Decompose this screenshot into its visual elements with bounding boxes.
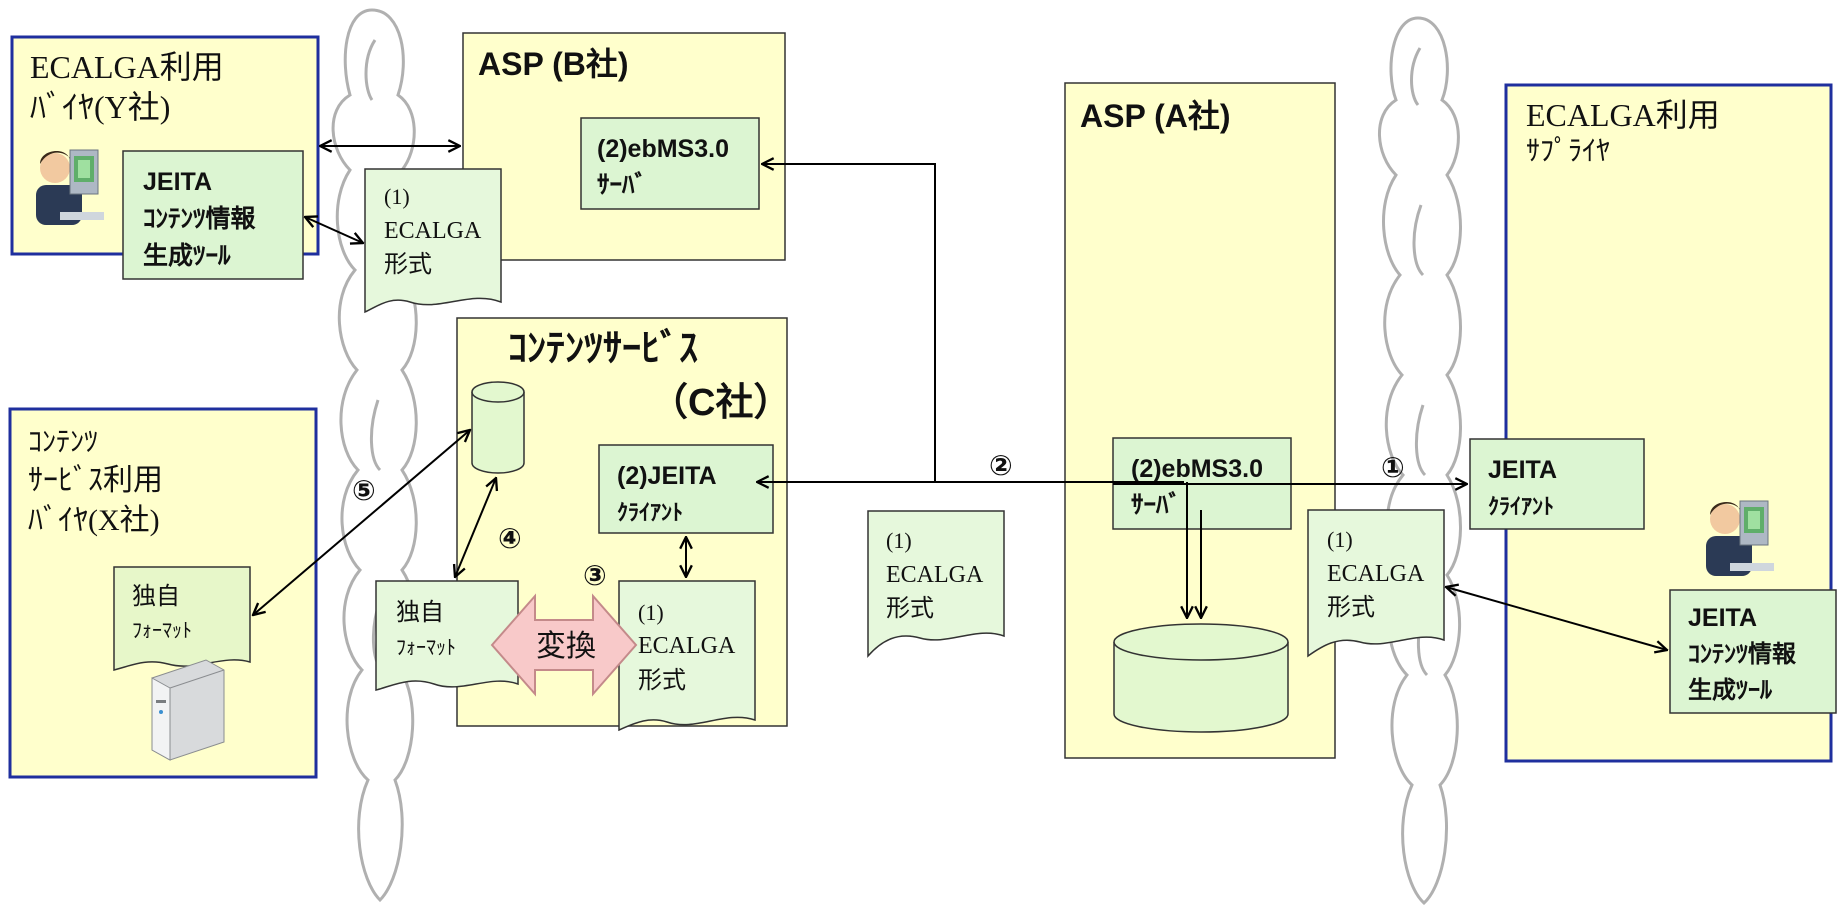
- buyer-x-title-line2: ｻｰﾋﾞｽ利用: [28, 464, 163, 497]
- supplier-tool-line2: ｺﾝﾃﾝﾂ情報: [1688, 641, 1797, 668]
- content-service-client-line1: (2)JEITA: [617, 462, 717, 490]
- own-format-document: 独自 ﾌｫｰﾏｯﾄ: [376, 581, 518, 690]
- supplier-client-box: JEITA ｸﾗｲｱﾝﾄ: [1470, 439, 1644, 529]
- supplier-tool-line3: 生成ﾂｰﾙ: [1688, 677, 1773, 704]
- supplier-doc-line2: ECALGA: [1327, 561, 1425, 587]
- asp-a-server-line2: ｻｰﾊﾞ: [1131, 490, 1181, 519]
- supplier-client-line1: JEITA: [1488, 456, 1557, 484]
- network-cloud-left: [333, 10, 416, 900]
- asp-a-title: ASP (A社): [1080, 98, 1231, 134]
- buyer-y-tool-line1: JEITA: [143, 168, 212, 196]
- asp-b-server-line2: ｻｰﾊﾞ: [597, 170, 647, 199]
- asp-a-server-line1: (2)ebMS3.0: [1131, 455, 1263, 483]
- buyer-x-title-line1: ｺﾝﾃﾝﾂ: [28, 426, 98, 457]
- supplier-doc-line3: 形式: [1327, 594, 1375, 621]
- step-2-label: ②: [989, 450, 1013, 481]
- middle-doc-line3: 形式: [886, 595, 934, 622]
- user-at-computer-icon: [36, 150, 104, 225]
- content-service-title-line2: （C社）: [650, 382, 791, 424]
- asp-b-server-box: (2)ebMS3.0 ｻｰﾊﾞ: [581, 118, 759, 209]
- user-at-computer-icon: [1706, 501, 1774, 576]
- middle-doc-line2: ECALGA: [886, 562, 984, 588]
- buyer-y-ecalga-document: (1) ECALGA 形式: [365, 169, 501, 312]
- buyer-x-format-document: 独自 ﾌｫｰﾏｯﾄ: [114, 567, 250, 670]
- content-service-client-box: (2)JEITA ｸﾗｲｱﾝﾄ: [599, 445, 773, 533]
- content-service-database-icon: [472, 382, 524, 473]
- buyer-y-tool-line2: ｺﾝﾃﾝﾂ情報: [143, 205, 257, 233]
- buyer-y-tool-line3: 生成ﾂｰﾙ: [143, 242, 231, 270]
- own-format-line2: ﾌｫｰﾏｯﾄ: [396, 637, 456, 659]
- buyer-y-doc-line2: ECALGA: [384, 218, 482, 244]
- step-3-label: ③: [583, 560, 607, 591]
- asp-a-database-icon: [1114, 624, 1288, 732]
- supplier-doc-line1: (1): [1327, 527, 1353, 552]
- buyer-x-format-line1: 独自: [132, 583, 180, 610]
- middle-doc-line1: (1): [886, 528, 912, 553]
- buyer-x-title-line3: ﾊﾞｲﾔ(X社): [28, 504, 160, 537]
- buyer-y-doc-line3: 形式: [384, 251, 432, 278]
- buyer-y-tool-box: JEITA ｺﾝﾃﾝﾂ情報 生成ﾂｰﾙ: [123, 151, 303, 279]
- supplier-title-line2: ｻﾌﾟﾗｲﾔ: [1526, 135, 1610, 166]
- supplier-tool-line1: JEITA: [1688, 604, 1757, 632]
- content-service-client-line2: ｸﾗｲｱﾝﾄ: [617, 500, 683, 525]
- step-5-label: ⑤: [352, 475, 376, 506]
- arrow-2-to-asp-b-server: [762, 164, 935, 482]
- buyer-y-title-line2: ﾊﾞｲﾔ(Y社): [30, 89, 170, 125]
- supplier-client-line2: ｸﾗｲｱﾝﾄ: [1488, 494, 1554, 519]
- step-4-label: ④: [498, 523, 522, 554]
- step-1-label: ①: [1381, 452, 1405, 483]
- buyer-x-format-line2: ﾌｫｰﾏｯﾄ: [132, 620, 192, 642]
- supplier-tool-box: JEITA ｺﾝﾃﾝﾂ情報 生成ﾂｰﾙ: [1670, 590, 1836, 713]
- own-format-line1: 独自: [396, 599, 444, 626]
- buyer-y-doc-line1: (1): [384, 184, 410, 209]
- convert-label: 変換: [536, 630, 596, 663]
- middle-ecalga-document: (1) ECALGA 形式: [868, 511, 1004, 656]
- content-service-ecalga-document: (1) ECALGA 形式: [619, 581, 755, 730]
- buyer-y-title-line1: ECALGA利用: [30, 49, 224, 85]
- asp-b-server-line1: (2)ebMS3.0: [597, 135, 729, 163]
- server-icon: [152, 660, 224, 760]
- supplier-ecalga-document: (1) ECALGA 形式: [1308, 510, 1444, 656]
- content-service-title-line1: ｺﾝﾃﾝﾂｻｰﾋﾞｽ: [508, 328, 698, 370]
- content-service-doc-line1: (1): [638, 600, 664, 625]
- asp-b-title: ASP (B社): [478, 46, 629, 82]
- content-service-doc-line3: 形式: [638, 667, 686, 694]
- content-service-doc-line2: ECALGA: [638, 633, 736, 659]
- supplier-title-line1: ECALGA利用: [1526, 97, 1720, 133]
